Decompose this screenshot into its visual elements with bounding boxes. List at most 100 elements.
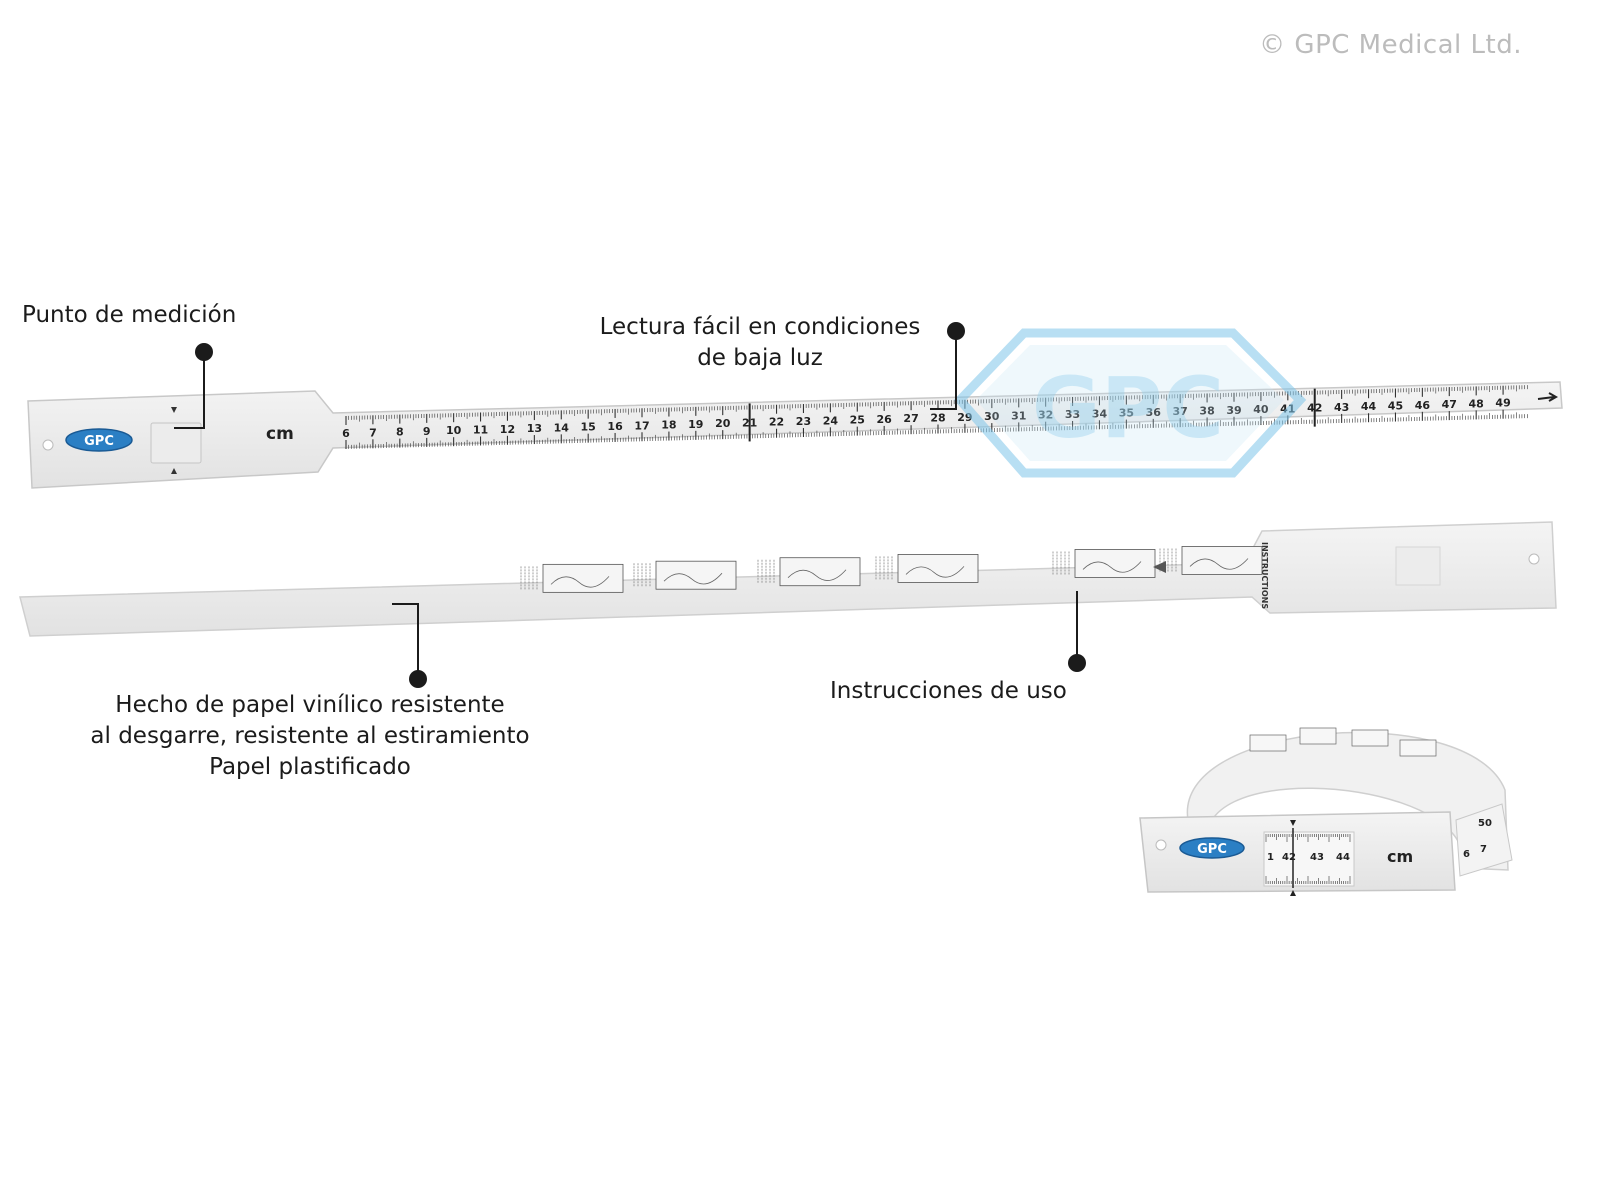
ruler-number: 11 [473,423,488,436]
label-material-line-1: Hecho de papel vinílico resistente [115,692,505,718]
ruler-number: 13 [527,422,542,435]
ruler-number: 7 [369,426,377,439]
copyright-text: © GPC Medical Ltd. [1259,30,1522,60]
instruction-sketch [663,572,723,585]
ruler-number: 26 [877,413,893,426]
ruler-number: 6 [342,427,350,440]
instruction-panel [1181,546,1263,575]
ruler-number: 27 [903,412,918,425]
ruler-number: 9 [423,425,431,438]
closed-tape-hole [1155,839,1167,851]
ruler-scale: 6789101112131415161718192021222324252627… [342,385,1528,449]
tape-back-hole [1528,553,1540,565]
label-material-line-3: Papel plastificado [209,754,411,780]
ruler-number: 28 [930,412,945,425]
tail-number-6: 6 [1463,849,1470,860]
watermark-text: GPC [1032,359,1224,457]
closed-tape-window [1263,831,1355,887]
ruler-number: 39 [1226,404,1241,417]
ruler-number: 35 [1119,407,1134,420]
loop-panel [1299,727,1337,745]
ruler-number: 45 [1388,400,1403,413]
label-instructions: Instrucciones de uso [830,676,1067,707]
ruler-number: 34 [1092,407,1108,420]
ruler-number: 46 [1415,399,1431,412]
instruction-panel [779,557,861,587]
callout-easy-reading [930,322,965,410]
tail-number-50: 50 [1478,818,1492,829]
ruler-number: 44 [1361,400,1377,413]
gpc-watermark: GPC [953,328,1307,478]
window-number-43: 43 [1310,852,1324,863]
ruler-number: 19 [688,418,703,431]
instruction-panel [542,563,624,593]
ruler-number: 8 [396,426,404,439]
instruction-panel [1074,549,1156,578]
label-instructions-text: Instrucciones de uso [830,678,1067,704]
label-measuring-point-text: Punto de medición [22,302,237,328]
measuring-tape-front: GPC cm 678910111213141516171819202122232… [27,328,1563,489]
loop-panel [1249,734,1287,752]
loop-instruction-panels [1249,727,1437,757]
window-arrow-up-icon [171,407,177,413]
ruler-number: 25 [850,414,865,427]
ruler-number: 38 [1199,404,1214,417]
loop-panel [1399,739,1437,757]
label-material: Hecho de papel vinílico resistente al de… [30,690,590,783]
closed-arrow-down-icon [1290,890,1296,896]
ruler-number: 17 [634,419,649,432]
label-material-line-2: al desgarre, resistente al estiramiento [90,723,530,749]
tape-front-logo [65,428,133,452]
tape-back-window [1395,546,1441,586]
measuring-tape-closed: GPC 1 42 43 44 cm 6 7 50 [1139,727,1513,896]
closed-window-scale [1265,834,1351,884]
ruler-number: 12 [500,423,515,436]
instruction-sketch [787,569,847,581]
ruler-number: 10 [446,424,462,437]
ruler-number: 14 [554,421,570,434]
ruler-number: 33 [1065,408,1080,421]
ruler-number: 36 [1146,406,1162,419]
tail-number-7: 7 [1480,844,1487,855]
label-easy-reading: Lectura fácil en condiciones de baja luz [560,312,960,374]
ruler-number: 30 [984,410,1000,423]
instruction-panel [655,560,737,590]
instruction-panel [897,554,979,583]
instruction-panels [520,546,1263,593]
closed-tape-logo-text: GPC [1197,842,1227,857]
closed-tape-logo [1179,837,1245,859]
tape-front-hole [42,439,54,451]
scale-end-arrow-icon [1537,392,1559,402]
ruler-number: 23 [796,415,811,428]
instruction-sketch [1082,561,1142,573]
window-number-1: 1 [1267,852,1274,863]
tape-front-body [27,381,1563,489]
closed-tape-unit: cm [1387,847,1413,866]
instruction-sketch [905,566,965,578]
ruler-number: 40 [1253,403,1269,416]
ruler-number: 24 [823,414,839,427]
loop-panel [1351,729,1389,747]
ruler-number: 49 [1495,397,1510,410]
ruler-number: 31 [1011,409,1026,422]
ruler-number: 22 [769,416,784,429]
closed-arrow-up-icon [1290,820,1296,826]
ruler-number: 32 [1038,409,1053,422]
label-measuring-point: Punto de medición [22,300,236,331]
ruler-number: 15 [581,421,596,434]
callout-instructions [1068,591,1086,672]
window-arrow-down-icon [171,468,177,474]
instruction-sketch [1189,558,1249,570]
ruler-number: 47 [1442,398,1457,411]
tape-front-unit: cm [266,424,294,444]
ruler-number: 43 [1334,401,1349,414]
instruction-sketch [550,576,610,588]
ruler-number: 48 [1469,397,1484,410]
callout-measuring-point [174,343,213,429]
ruler-number: 16 [607,420,623,433]
measuring-window [150,422,202,464]
window-number-42: 42 [1282,852,1296,863]
ruler-number: 37 [1173,405,1188,418]
ruler-number: 20 [715,417,731,430]
